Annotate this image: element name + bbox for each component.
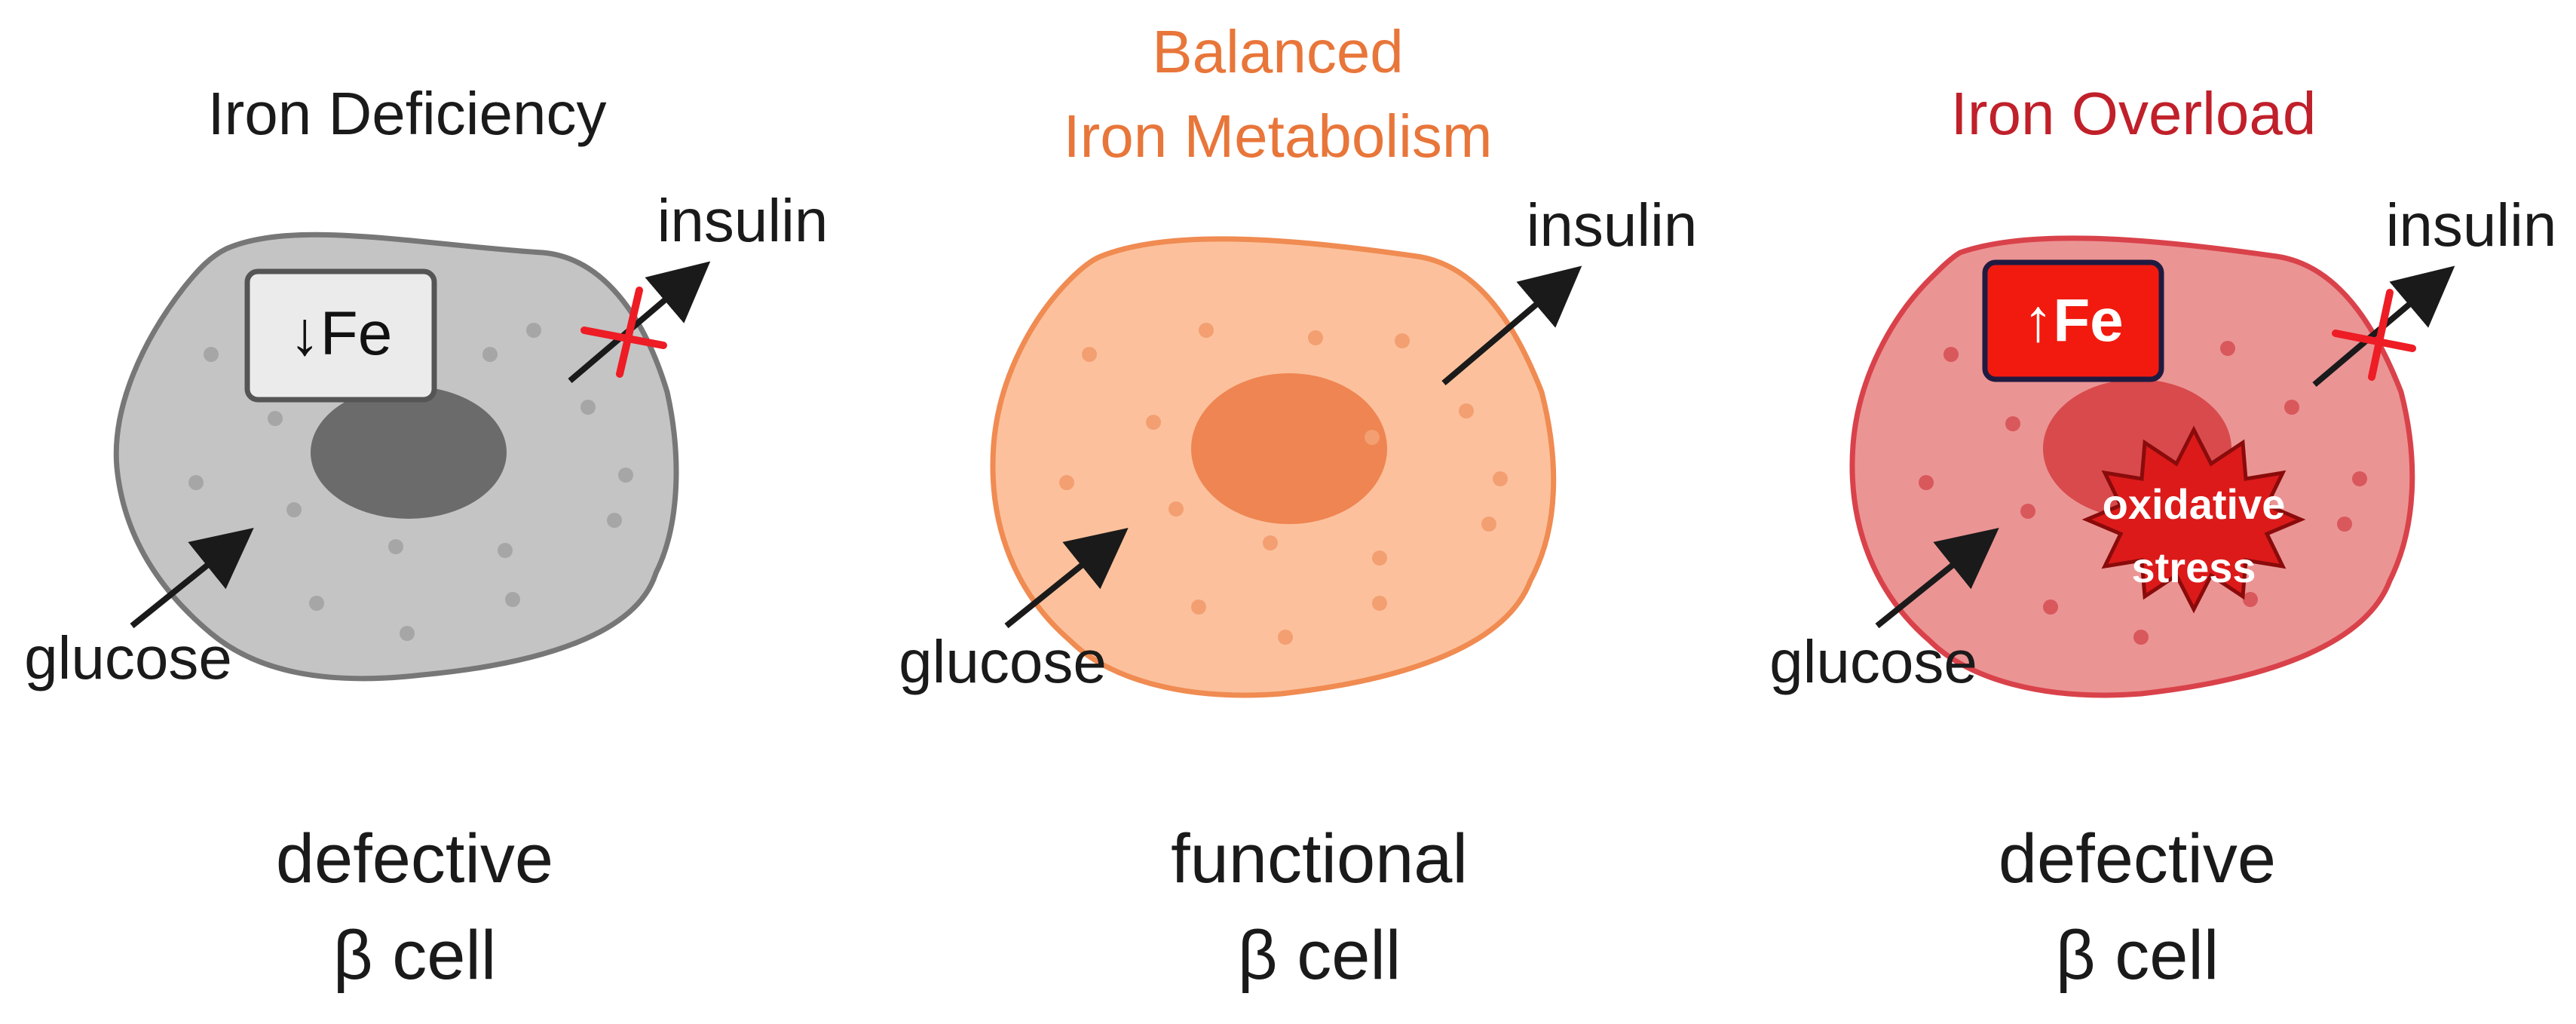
insulin-arrow <box>1441 265 1582 386</box>
panel-iron-deficiency: Iron Deficiency ↓Fe glucose insulin defe… <box>24 80 828 994</box>
panel-title-deficiency: Iron Deficiency <box>207 80 606 147</box>
panel-iron-overload: Iron Overload ↑Fe oxidative stress gluco… <box>1769 80 2556 994</box>
glucose-label: glucose <box>1769 628 1977 695</box>
insulin-blocked-x <box>2332 289 2416 381</box>
outcome-line-1: defective <box>276 820 553 897</box>
outcome-line-2: β cell <box>333 917 497 994</box>
cytoplasm-dots <box>1059 323 1508 645</box>
panel-title-overload: Iron Overload <box>1951 80 2317 147</box>
insulin-label: insulin <box>2386 192 2557 259</box>
outcome-line-2: β cell <box>2056 917 2219 994</box>
nucleus <box>1191 373 1387 524</box>
glucose-arrow <box>1875 527 1999 629</box>
oxidative-stress-line-1: oxidative <box>2103 480 2286 528</box>
outcome-line-2: β cell <box>1238 917 1401 994</box>
glucose-arrow <box>130 527 254 629</box>
cytoplasm-dots <box>188 323 633 641</box>
outcome-line-1: defective <box>1999 820 2276 897</box>
glucose-label: glucose <box>24 624 232 691</box>
insulin-blocked-x <box>580 287 667 378</box>
oxidative-stress-line-2: stress <box>2131 544 2256 591</box>
insulin-label: insulin <box>657 187 829 254</box>
iron-badge-high: ↑Fe <box>1982 259 2164 382</box>
oxidative-stress-burst: oxidative stress <box>2081 425 2306 614</box>
panel-title-balanced-line-1: Balanced <box>1152 18 1404 85</box>
insulin-label: insulin <box>1527 192 1698 259</box>
iron-badge-high-label: ↑Fe <box>2023 287 2123 354</box>
outcome-line-1: functional <box>1171 820 1468 897</box>
panel-title-balanced-line-2: Iron Metabolism <box>1063 103 1492 170</box>
nucleus <box>311 386 507 519</box>
iron-badge-low: ↓Fe <box>244 268 437 403</box>
glucose-label: glucose <box>899 628 1107 695</box>
glucose-arrow <box>1004 527 1129 629</box>
panel-balanced: Balanced Iron Metabolism glucose insulin… <box>899 18 1697 994</box>
iron-badge-low-label: ↓Fe <box>289 299 393 368</box>
